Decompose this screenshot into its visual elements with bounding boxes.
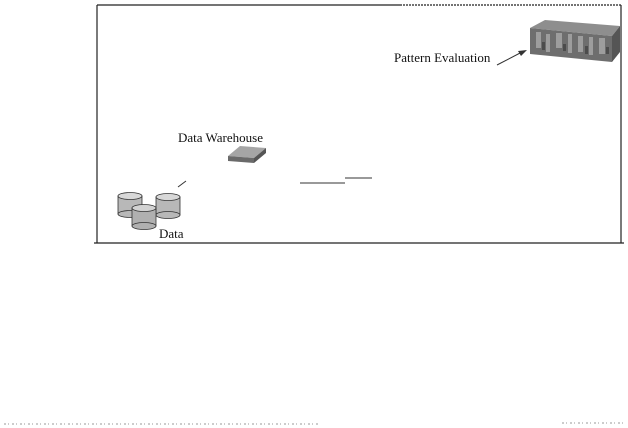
database-cylinder-middle <box>131 204 157 230</box>
warehouse-slab-icon <box>228 146 266 163</box>
knowledge-block-icon <box>530 20 620 62</box>
data-label: Data <box>159 226 184 241</box>
pattern-evaluation-arrow <box>496 50 527 66</box>
diagram-frame <box>94 4 624 244</box>
scan-noise <box>4 422 624 425</box>
pattern-evaluation-label: Pattern Evaluation <box>394 50 491 65</box>
data-warehouse-label: Data Warehouse <box>178 130 263 145</box>
database-cylinder-right <box>155 193 181 219</box>
connector-lines <box>300 177 372 184</box>
data-to-warehouse-arrow <box>177 180 187 188</box>
database-cylinders-icon <box>117 192 181 230</box>
